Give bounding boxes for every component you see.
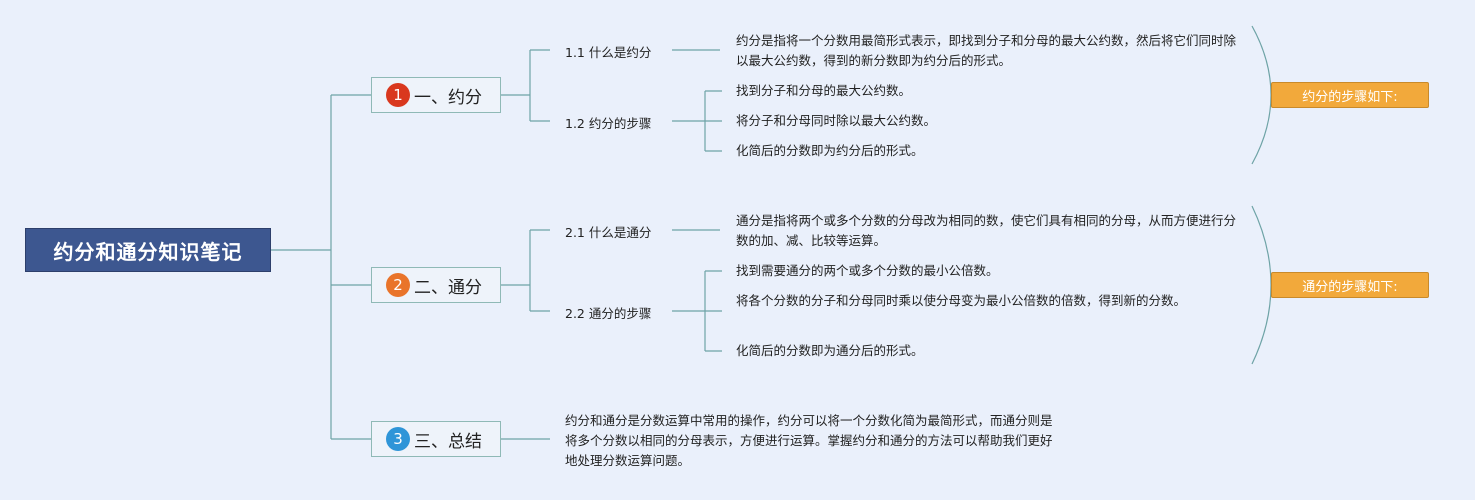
brace-2 bbox=[1251, 205, 1272, 365]
section-node-2[interactable]: 2 二、通分 bbox=[371, 267, 501, 303]
connector-1-2 bbox=[672, 90, 722, 152]
subsection-1-1[interactable]: 1.1 什么是约分 bbox=[565, 45, 652, 60]
brace-1 bbox=[1251, 25, 1272, 165]
section-label-1: 一、约分 bbox=[414, 87, 482, 108]
connector-2-2 bbox=[672, 270, 722, 352]
subsection-2-2[interactable]: 2.2 通分的步骤 bbox=[565, 306, 652, 321]
summary-text[interactable]: 约分和通分是分数运算中常用的操作，约分可以将一个分数化简为最简形式，而通分则是将… bbox=[565, 413, 1053, 468]
section-node-1[interactable]: 1 一、约分 bbox=[371, 77, 501, 113]
leaf-1-2-2[interactable]: 将分子和分母同时除以最大公约数。 bbox=[736, 113, 937, 128]
section-label-2: 二、通分 bbox=[414, 277, 482, 298]
leaf-1-1[interactable]: 约分是指将一个分数用最简形式表示，即找到分子和分母的最大公约数，然后将它们同时除… bbox=[736, 33, 1237, 68]
note-2-label: 通分的步骤如下: bbox=[1302, 279, 1398, 295]
leaf-2-2-1[interactable]: 找到需要通分的两个或多个分数的最小公倍数。 bbox=[736, 263, 999, 278]
connector-sec2-branch bbox=[500, 229, 550, 312]
leaf-2-2-3[interactable]: 化简后的分数即为通分后的形式。 bbox=[736, 343, 924, 358]
section-node-3[interactable]: 3 三、总结 bbox=[371, 421, 501, 457]
leaf-1-2-3[interactable]: 化简后的分数即为约分后的形式。 bbox=[736, 143, 924, 158]
leaf-1-2-1[interactable]: 找到分子和分母的最大公约数。 bbox=[736, 83, 912, 98]
root-title: 约分和通分知识笔记 bbox=[53, 239, 243, 264]
number-badge-1: 1 bbox=[386, 83, 410, 107]
note-2[interactable]: 通分的步骤如下: bbox=[1271, 272, 1429, 298]
subsection-1-2[interactable]: 1.2 约分的步骤 bbox=[565, 116, 652, 131]
root-node[interactable]: 约分和通分知识笔记 bbox=[25, 228, 271, 272]
note-1[interactable]: 约分的步骤如下: bbox=[1271, 82, 1429, 108]
note-1-label: 约分的步骤如下: bbox=[1302, 89, 1398, 105]
number-badge-2: 2 bbox=[386, 273, 410, 297]
number-badge-3: 3 bbox=[386, 427, 410, 451]
connector-sec1-branch bbox=[500, 49, 550, 122]
leaf-2-1[interactable]: 通分是指将两个或多个分数的分母改为相同的数，使它们具有相同的分母，从而方便进行分… bbox=[736, 213, 1237, 248]
leaf-2-2-2[interactable]: 将各个分数的分子和分母同时乘以使分母变为最小公倍数的倍数，得到新的分数。 bbox=[736, 293, 1187, 308]
section-label-3: 三、总结 bbox=[414, 431, 482, 452]
subsection-2-1[interactable]: 2.1 什么是通分 bbox=[565, 225, 652, 240]
